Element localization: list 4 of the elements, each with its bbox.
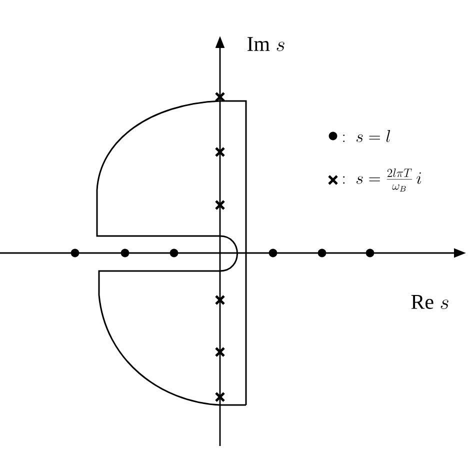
legend-text: $:\; s = l$ (343, 130, 390, 142)
legend-text: $:\; s = \frac{2l\pi T}{\omega_B}\, i$ (343, 168, 422, 192)
axis-label: $\mathrm{Im}\; s$ (247, 37, 284, 52)
axis-label: $\mathrm{Re}\; s$ (411, 295, 448, 309)
